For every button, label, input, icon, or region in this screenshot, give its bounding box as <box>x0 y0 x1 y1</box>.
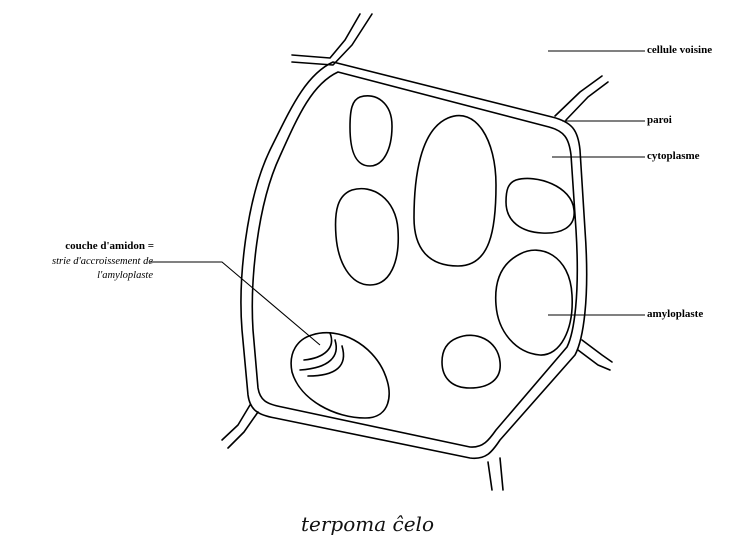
wall-top-right-outer <box>555 76 602 116</box>
amyloplast-5 <box>496 250 572 355</box>
cell-wall-inner <box>252 72 577 447</box>
label-cytoplasm: cytoplasme <box>647 150 700 162</box>
label-amyloplast: amyloplaste <box>647 308 703 320</box>
amyloplast-4 <box>506 178 574 233</box>
wall-bottom-left-outer <box>222 405 250 440</box>
amyloplast-2 <box>414 116 496 266</box>
cell-wall-outer <box>241 62 587 458</box>
wall-top-left-outer <box>292 14 360 58</box>
figure-caption: terpoma ĉelo <box>0 512 735 536</box>
leader-starch-layer <box>150 262 320 345</box>
wall-right-outer <box>582 340 612 362</box>
label-starch-layer-line1: strie d'accroissement de <box>52 256 153 267</box>
amyloplast-3 <box>336 189 399 285</box>
label-wall: paroi <box>647 114 672 126</box>
wall-bottom-inner <box>500 458 503 490</box>
wall-bottom-outer <box>488 462 492 490</box>
amyloplast-7 <box>291 333 389 418</box>
wall-right-inner <box>578 350 610 370</box>
label-starch-layer-title: couche d'amidon = <box>65 240 154 252</box>
amyloplasts <box>291 96 574 418</box>
amyloplast-6 <box>442 335 500 388</box>
amyloplast-1 <box>350 96 392 166</box>
label-starch-layer-line2: l'amyloplaste <box>97 270 153 281</box>
label-neighbor-cell: cellule voisine <box>647 44 712 56</box>
wall-top-left-inner <box>292 14 372 65</box>
growth-layer-3 <box>308 346 344 376</box>
